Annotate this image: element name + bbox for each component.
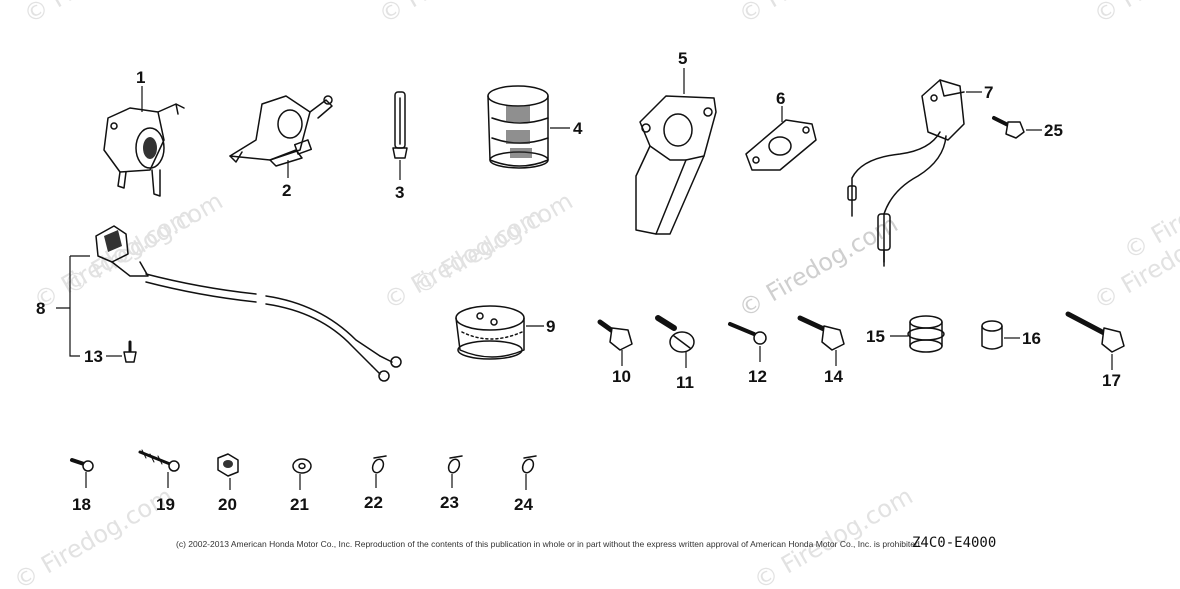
watermark-tile: © Firedog.com [1089, 0, 1180, 29]
watermark-tile: © Firedog.com [734, 0, 903, 29]
part-8-wire-harness [95, 225, 402, 382]
part-4-fuel-strainer [487, 85, 549, 169]
part-18-screw [70, 458, 94, 472]
part-19-tapping-screw [138, 449, 180, 472]
callout-17: 17 [1102, 371, 1121, 390]
watermark-tile: © Firedog.com [409, 187, 578, 300]
watermark-tile: © Firedog.com [374, 0, 543, 29]
callout-6: 6 [776, 89, 785, 108]
part-20-nut [217, 453, 239, 477]
callout-3: 3 [395, 183, 404, 202]
callout-20: 20 [218, 495, 237, 514]
callout-15: 15 [866, 327, 885, 346]
callout-11: 11 [676, 373, 694, 392]
watermark-tile: © Firedog.com [19, 0, 188, 29]
part-6-gasket [745, 119, 817, 171]
part-5-bracket [635, 95, 717, 235]
part-21-washer [292, 458, 312, 474]
callout-18: 18 [72, 495, 91, 514]
part-9-filter-element [455, 305, 525, 360]
part-15-grommet [907, 315, 945, 353]
watermark-tile: © Firedog.com [9, 482, 178, 589]
watermark-tile: © Firedog.com [749, 482, 918, 589]
part-12-pan-screw [728, 322, 767, 345]
part-14-flange-bolt [797, 315, 845, 351]
callout-4: 4 [573, 119, 583, 138]
callout-5: 5 [678, 49, 687, 68]
part-22-clip [371, 455, 387, 474]
watermark-tile: © Firedog.com [59, 187, 228, 300]
callout-23: 23 [440, 493, 459, 512]
part-10-flange-bolt [597, 319, 633, 351]
callout-16: 16 [1022, 329, 1041, 348]
watermark-layer: © Firedog.com © Firedog.com © Firedog.co… [9, 0, 1180, 589]
part-1-fuel-pump [103, 103, 185, 197]
part-2-fuel-valve [229, 95, 333, 167]
part-16-collar [981, 320, 1003, 350]
callout-12: 12 [748, 367, 767, 386]
callout-2: 2 [282, 181, 291, 200]
callout-19: 19 [156, 495, 175, 514]
callout-13: 13 [84, 347, 103, 366]
callout-7: 7 [984, 83, 993, 102]
callout-14: 14 [824, 367, 843, 386]
part-17-long-bolt [1065, 311, 1125, 353]
part-25-flange-bolt [992, 116, 1025, 139]
callout-9: 9 [546, 317, 555, 336]
callout-1: 1 [136, 68, 145, 87]
callout-10: 10 [612, 367, 631, 386]
part-13-screw [123, 340, 137, 363]
part-23-clip [447, 455, 463, 474]
part-11-slotted-screw [655, 315, 695, 353]
part-24-clip [521, 455, 537, 474]
leader-bracket [56, 255, 90, 357]
copyright-notice: (c) 2002-2013 American Honda Motor Co., … [176, 539, 923, 549]
callout-21: 21 [290, 495, 309, 514]
part-7-ignition-module [847, 79, 965, 267]
callout-8: 8 [36, 299, 45, 318]
callout-22: 22 [364, 493, 383, 512]
callout-25: 25 [1044, 121, 1063, 140]
part-3-fuel-tube [392, 91, 408, 159]
callout-24: 24 [514, 495, 533, 514]
diagram-code: Z4C0-E4000 [912, 535, 997, 551]
